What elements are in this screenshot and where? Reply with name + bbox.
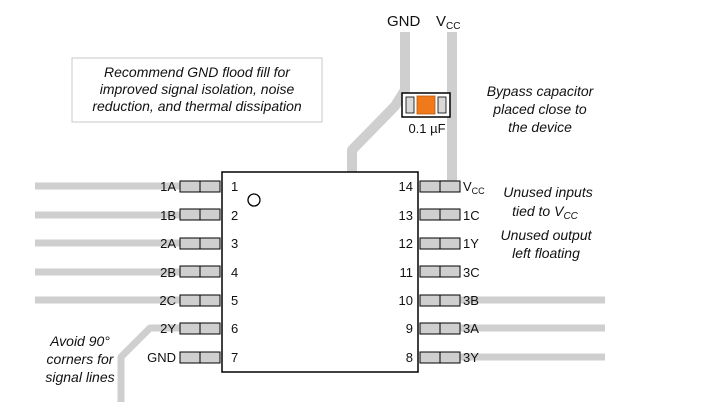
bypass-note-line-3: the device [508, 119, 572, 135]
right-pin-9: 9 3A [406, 321, 479, 336]
right-pin-10: 10 3B [399, 293, 479, 308]
left-pin-signal-7: GND [147, 350, 176, 365]
left-pin-1: 1A 1 [160, 179, 238, 194]
right-pin-signal-12: 1Y [463, 236, 479, 251]
left-pin-number-1: 1 [231, 179, 238, 194]
left-pin-number-6: 6 [231, 321, 238, 336]
right-pin-14: 14 VCC [399, 179, 486, 196]
vcc-power-label: VCC [436, 13, 460, 32]
gnd-power-label: GND [387, 13, 421, 30]
corners-note-line-3: signal lines [45, 369, 114, 385]
trace-2y [117, 324, 200, 402]
unused-inputs-note-line-2: tied to VCC [512, 203, 579, 222]
unused-inputs-note-line-1: Unused inputs [503, 184, 593, 200]
right-pin-13: 13 1C [399, 208, 480, 223]
right-pin-signal-13: 1C [463, 208, 480, 223]
bypass-note-line-2: placed close to [492, 101, 587, 117]
left-pin-number-3: 3 [231, 236, 238, 251]
left-pin-signal-4: 2B [160, 265, 176, 280]
capacitor-body [416, 95, 436, 115]
right-pin-number-14: 14 [399, 179, 413, 194]
left-pin-signal-3: 2A [160, 236, 176, 251]
flood-fill-note-line-2: improved signal isolation, noise [100, 81, 295, 97]
right-pin-number-13: 13 [399, 208, 413, 223]
left-pin-6: 2Y 6 [160, 321, 238, 336]
right-pin-signal-14: VCC [463, 179, 485, 196]
bypass-note-line-1: Bypass capacitor [487, 83, 595, 99]
corners-note-line-2: corners for [47, 351, 115, 367]
left-pin-number-4: 4 [231, 265, 238, 280]
right-pin-signal-10: 3B [463, 293, 479, 308]
left-pin-signal-6: 2Y [160, 321, 176, 336]
left-pin-signal-1: 1A [160, 179, 176, 194]
corners-note-line-1: Avoid 90° [49, 333, 110, 349]
right-pin-number-8: 8 [406, 350, 413, 365]
left-pin-7: GND 7 [147, 350, 238, 365]
pin1-marker [247, 193, 261, 207]
capacitor-value-label: 0.1 µF [408, 121, 445, 136]
bypass-capacitor [401, 92, 451, 118]
left-pin-number-5: 5 [231, 293, 238, 308]
right-pin-signal-11: 3C [463, 265, 480, 280]
right-pin-number-10: 10 [399, 293, 413, 308]
right-pin-signal-9: 3A [463, 321, 479, 336]
unused-output-note-line-2: left floating [512, 245, 580, 261]
left-pin-number-7: 7 [231, 350, 238, 365]
right-pin-number-11: 11 [400, 265, 414, 280]
right-pin-8: 8 3Y [406, 350, 479, 365]
left-pin-signal-2: 1B [160, 208, 176, 223]
right-pin-11: 11 3C [400, 265, 480, 280]
right-pin-12: 12 1Y [399, 236, 480, 251]
right-pin-number-9: 9 [406, 321, 413, 336]
left-pin-2: 1B 2 [160, 208, 238, 223]
unused-output-note-line-1: Unused output [500, 227, 592, 243]
left-pin-4: 2B 4 [160, 265, 238, 280]
left-pin-signal-5: 2C [159, 293, 176, 308]
right-pin-signal-8: 3Y [463, 350, 479, 365]
left-pin-3: 2A 3 [160, 236, 238, 251]
left-pin-5: 2C 5 [159, 293, 238, 308]
right-pin-number-12: 12 [399, 236, 413, 251]
flood-fill-note-line-3: reduction, and thermal dissipation [92, 98, 302, 114]
flood-fill-note-box [71, 57, 323, 123]
left-pin-number-2: 2 [231, 208, 238, 223]
flood-fill-note-line-1: Recommend GND flood fill for [104, 64, 291, 80]
